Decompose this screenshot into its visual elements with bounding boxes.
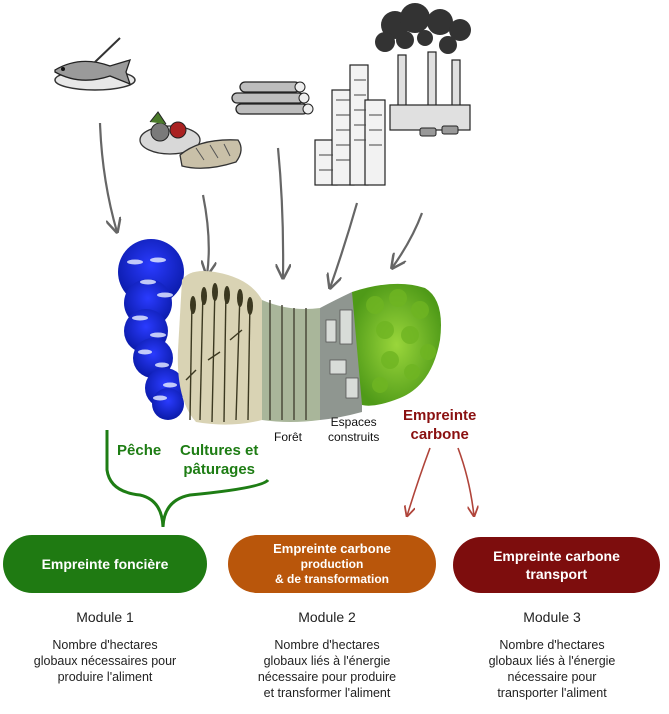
module-1-line3: produire l'aliment (57, 670, 153, 684)
fishing-toes (118, 239, 185, 420)
module-2-line2: globaux liés à l'énergie (263, 654, 391, 668)
module-1-description: Nombre d'hectares globaux nécessaires po… (0, 637, 210, 685)
label-foret: Forêt (274, 430, 303, 444)
input-arrows (98, 122, 424, 288)
module-3-line4: transporter l'aliment (497, 686, 607, 700)
label-espaces: Espaces construits (328, 415, 379, 445)
label-cultures: Cultures et pâturages (180, 441, 258, 479)
label-espaces-line2: construits (328, 430, 380, 444)
fish-plate-icon (54, 37, 136, 91)
label-peche: Pêche (117, 442, 162, 459)
module-2-line1: Nombre d'hectares (274, 638, 380, 652)
fonciere-bracket (105, 430, 270, 528)
empreinte-transport-line2: transport (525, 566, 588, 582)
label-carbone: Empreinte carbone (403, 406, 476, 444)
footprint (118, 239, 441, 425)
module-3-line2: globaux liés à l'énergie (488, 654, 616, 668)
empreinte-production-line1: Empreinte carbone (273, 541, 391, 556)
module-3-line1: Nombre d'hectares (499, 638, 605, 652)
label-carbone-line1: Empreinte (403, 407, 477, 424)
module-3-title: Module 3 (523, 609, 581, 625)
empreinte-fonciere-label: Empreinte foncière (41, 556, 169, 572)
module-2-description: Nombre d'hectares globaux liés à l'énerg… (222, 637, 432, 701)
label-cultures-line2: pâturages (183, 461, 256, 478)
module-2-line4: et transformer l'aliment (263, 686, 391, 700)
factory-icon (375, 3, 471, 137)
label-espaces-line1: Espaces (330, 415, 377, 429)
module-3-line3: nécessaire pour (507, 670, 597, 684)
empreinte-production-line3: & de transformation (274, 572, 389, 586)
module-1-title: Module 1 (76, 609, 134, 625)
crops-area (177, 271, 262, 425)
city-icon (314, 64, 386, 186)
empreinte-fonciere-pill: Empreinte foncière (3, 535, 207, 593)
empreinte-transport-pill: Empreinte carbone transport (453, 537, 660, 593)
empreinte-production-line2: production (300, 557, 364, 571)
logs-icon (231, 81, 314, 115)
empreinte-transport-line1: Empreinte carbone (493, 548, 620, 564)
module-1-line2: globaux nécessaires pour (33, 654, 177, 668)
carbon-arrows (407, 447, 474, 516)
module-1-line1: Nombre d'hectares (52, 638, 158, 652)
module-2-title: Module 2 (298, 609, 356, 625)
module-3-description: Nombre d'hectares globaux liés à l'énerg… (447, 637, 657, 701)
module-2-line3: nécessaire pour produire (257, 670, 397, 684)
empreinte-production-pill: Empreinte carbone production & de transf… (228, 535, 436, 593)
label-carbone-line2: carbone (410, 426, 469, 443)
food-icon (139, 111, 242, 169)
label-cultures-line1: Cultures et (180, 442, 259, 459)
